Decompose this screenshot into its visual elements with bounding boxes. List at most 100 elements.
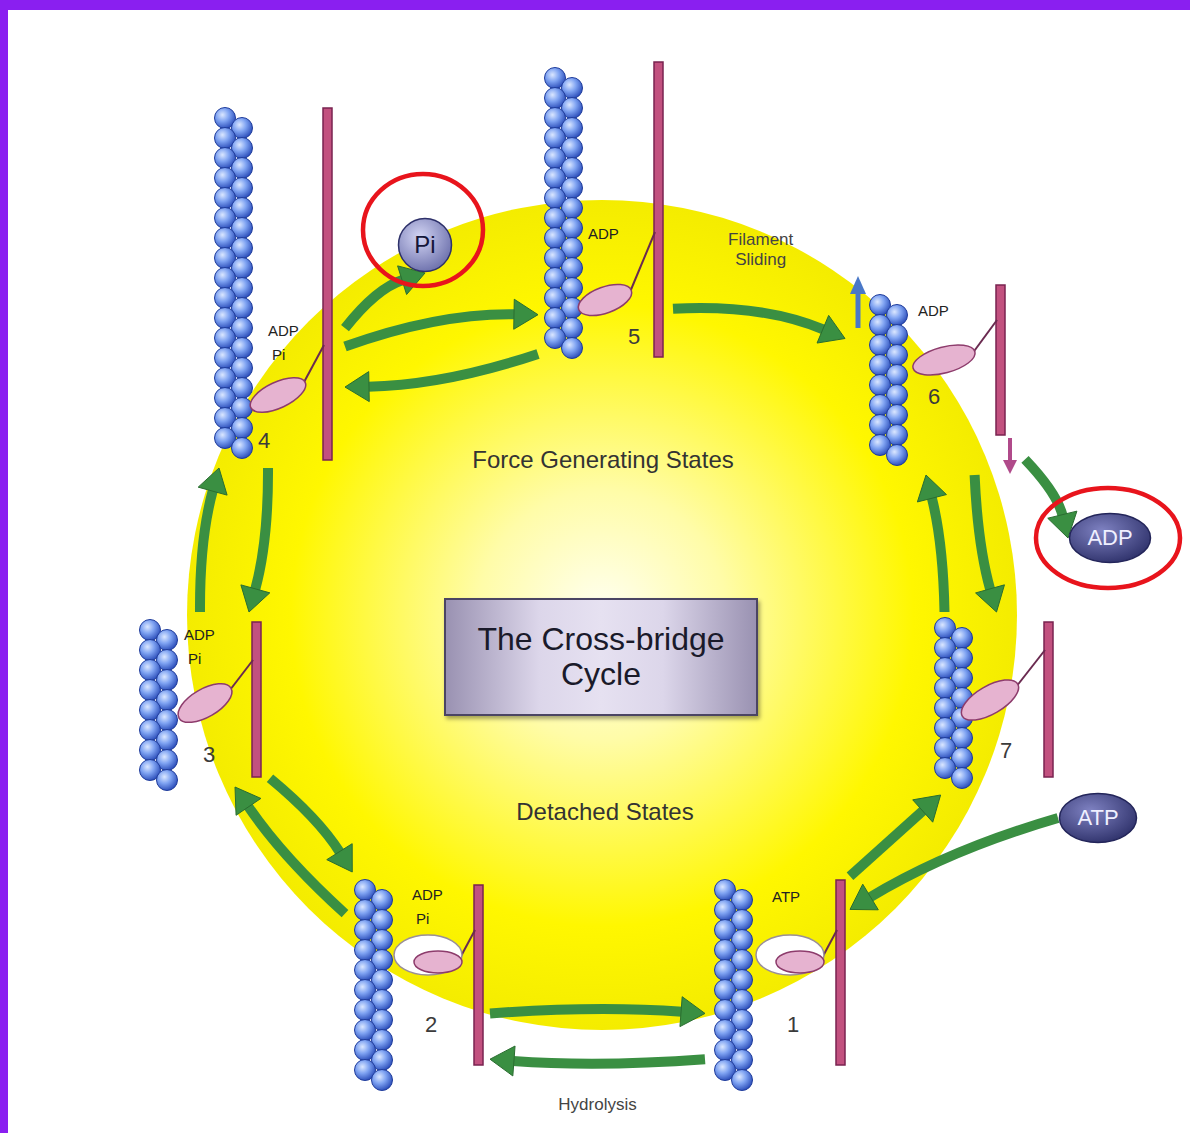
title-box: The Cross-bridge Cycle bbox=[444, 598, 758, 716]
cycle-arrow bbox=[850, 818, 1058, 910]
cycle-state: 7 bbox=[925, 612, 1055, 795]
arrow-head bbox=[850, 884, 878, 910]
cycle-arrow bbox=[490, 1046, 705, 1076]
state-label: Pi bbox=[188, 650, 201, 667]
state-label: ADP bbox=[412, 886, 443, 903]
callout-number: 5 bbox=[628, 324, 640, 349]
arrow-label: Hydrolysis bbox=[558, 1095, 636, 1115]
sliding-arrow bbox=[1003, 460, 1017, 474]
arrow-head bbox=[976, 585, 1005, 612]
arrow-head bbox=[680, 997, 705, 1027]
cycle-arrow bbox=[850, 795, 941, 876]
arrow-shaft bbox=[368, 354, 538, 387]
arrow-shaft bbox=[1025, 459, 1063, 515]
circle-outline bbox=[1070, 514, 1151, 563]
state-figure bbox=[850, 276, 1017, 474]
myosin-head bbox=[172, 676, 238, 730]
state-label: ADP bbox=[918, 302, 949, 319]
arrow-head bbox=[913, 795, 941, 822]
sliding-arrow bbox=[850, 276, 866, 294]
highlight-ring bbox=[363, 174, 483, 286]
callout-number: 4 bbox=[258, 428, 270, 453]
arrow-shaft bbox=[345, 314, 515, 346]
lever-arm bbox=[303, 345, 324, 384]
arrow-shaft bbox=[850, 810, 923, 876]
actin-filament bbox=[215, 108, 253, 459]
cycle-arrow bbox=[241, 468, 270, 612]
actin-filament bbox=[870, 295, 908, 466]
actin-filament bbox=[545, 68, 583, 359]
cycle-arrow bbox=[345, 354, 538, 402]
cycle-state: ADP Pi 3 bbox=[130, 612, 270, 787]
actin-filament bbox=[140, 620, 178, 791]
arrow-shaft bbox=[270, 778, 340, 852]
highlight-ring bbox=[1036, 488, 1180, 588]
cycle-arrow bbox=[673, 308, 845, 343]
arrow-shaft bbox=[975, 475, 991, 590]
cycle-arrow bbox=[198, 468, 227, 612]
myosin-head bbox=[414, 951, 462, 973]
callout-number: 3 bbox=[203, 742, 215, 767]
arrow-head bbox=[241, 585, 270, 612]
arrow-shaft bbox=[513, 1059, 705, 1063]
callout-number: 1 bbox=[787, 1012, 799, 1037]
myosin-head bbox=[756, 935, 824, 975]
state-label: ADP bbox=[588, 225, 619, 242]
callout-number: 6 bbox=[928, 384, 940, 409]
cycle-arrow bbox=[345, 299, 538, 346]
frame-bar bbox=[0, 0, 1190, 10]
arrow-shaft bbox=[490, 1009, 682, 1013]
cycle-state: ADPPi4 bbox=[205, 100, 345, 468]
arrow-head bbox=[235, 787, 261, 815]
arrow-shaft bbox=[255, 468, 268, 590]
callout-number: 7 bbox=[1000, 738, 1012, 763]
arrow-shaft bbox=[673, 308, 824, 330]
arrow-head bbox=[817, 315, 845, 343]
state-label: ADP bbox=[184, 626, 215, 643]
lever-arm bbox=[630, 232, 655, 292]
cycle-arrow bbox=[975, 475, 1005, 612]
state-figure bbox=[715, 880, 846, 1091]
arrow-head bbox=[198, 468, 227, 495]
cycle-state: ADP 6 bbox=[845, 280, 1025, 475]
sliding-arrow bbox=[1008, 438, 1012, 462]
myosin-head bbox=[955, 672, 1024, 728]
state-figure bbox=[355, 880, 484, 1091]
lever-arm bbox=[1016, 650, 1045, 687]
state-label: Pi bbox=[416, 910, 429, 927]
state-figure bbox=[935, 618, 1054, 789]
circle-outline bbox=[399, 219, 452, 272]
state-figure bbox=[545, 62, 664, 359]
arrow-head bbox=[327, 844, 352, 872]
cycle-state: ATP1 bbox=[705, 872, 850, 1080]
circle-label: ADP bbox=[1087, 526, 1132, 550]
phosphate-circle: Pi bbox=[397, 217, 453, 273]
arrow-head bbox=[514, 299, 538, 329]
actin-filament bbox=[715, 880, 753, 1091]
product-circle: ADP bbox=[1068, 512, 1152, 564]
arrow-head bbox=[917, 475, 946, 502]
cycle-arrow bbox=[270, 778, 352, 872]
cycle-disc bbox=[187, 200, 1017, 1030]
region-label: Force Generating States bbox=[472, 446, 733, 474]
myosin-head bbox=[910, 339, 979, 381]
frame-bar bbox=[0, 0, 8, 1133]
substrate-circle: ATP bbox=[1058, 792, 1138, 844]
arrow-shaft bbox=[345, 280, 403, 328]
arrow-shaft bbox=[200, 490, 213, 612]
circle-label: Pi bbox=[414, 232, 435, 258]
state-figure bbox=[215, 108, 333, 461]
actin-filament bbox=[355, 880, 393, 1091]
myosin-filament bbox=[836, 880, 845, 1065]
myosin-filament bbox=[654, 62, 663, 357]
title-text: The Cross-bridge Cycle bbox=[458, 622, 744, 692]
arrow-label: Filament Sliding bbox=[713, 230, 808, 269]
cycle-arrow bbox=[235, 787, 345, 914]
arrow-head bbox=[490, 1046, 515, 1076]
state-label: Pi bbox=[272, 346, 285, 363]
